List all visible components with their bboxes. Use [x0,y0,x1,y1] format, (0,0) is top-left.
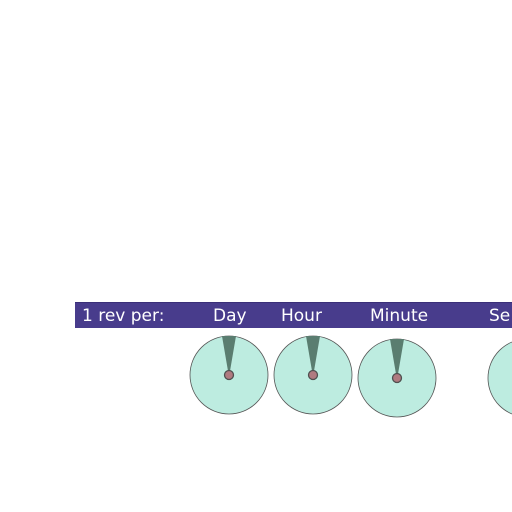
dial-day-hub [223,369,235,381]
dial-minute-hub [391,372,403,384]
dial-day [189,335,269,415]
dial-minute [357,338,437,418]
dial-hour-hub [307,369,319,381]
header-label-second: Se [489,306,511,326]
header-label-minute: Minute [370,306,429,326]
dial-hour [273,335,353,415]
dial-hour-hand [306,336,320,371]
header-label-day: Day [213,306,247,326]
header-bar: 1 rev per: Day Hour Minute Se [75,302,512,328]
header-label-hour: Hour [281,306,322,326]
dial-second [487,341,512,415]
dial-minute-hand [390,339,404,374]
header-prefix: 1 rev per: [82,306,165,326]
dial-day-hand [222,336,236,371]
dial-second-face [487,341,512,415]
